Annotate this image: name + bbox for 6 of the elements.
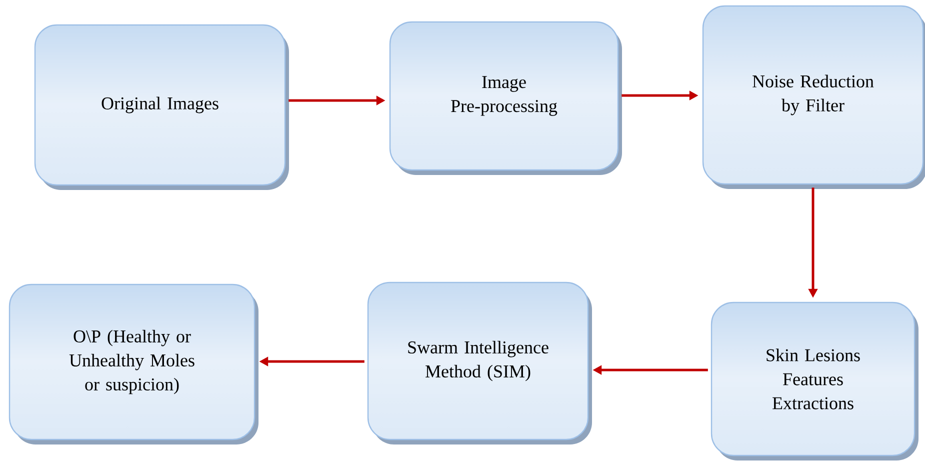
process-box: Image Pre-processing: [389, 21, 622, 175]
process-box: O\P (Healthy or Unhealthy Moles or suspicion): [8, 284, 258, 444]
process-box: Noise Reduction by Filter: [702, 5, 925, 189]
process-box: Original Images: [34, 24, 289, 190]
process-box: Swarm Intelligence Method (SIM): [367, 282, 592, 444]
process-box: Skin Lesions Features Extractions: [710, 302, 918, 460]
